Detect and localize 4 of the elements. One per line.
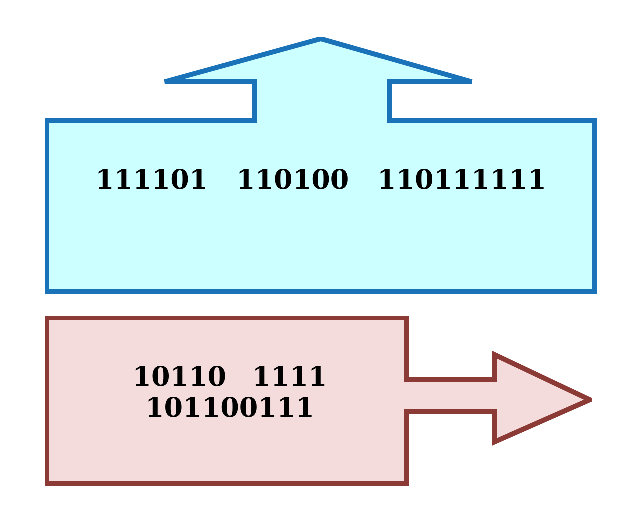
binary-code-text: 10110 1111 101100111 [132,362,328,424]
right-arrow-callout [45,316,592,486]
binary-code-text: 111101 110100 110111111 [94,165,548,198]
up-arrow-callout [45,37,597,294]
